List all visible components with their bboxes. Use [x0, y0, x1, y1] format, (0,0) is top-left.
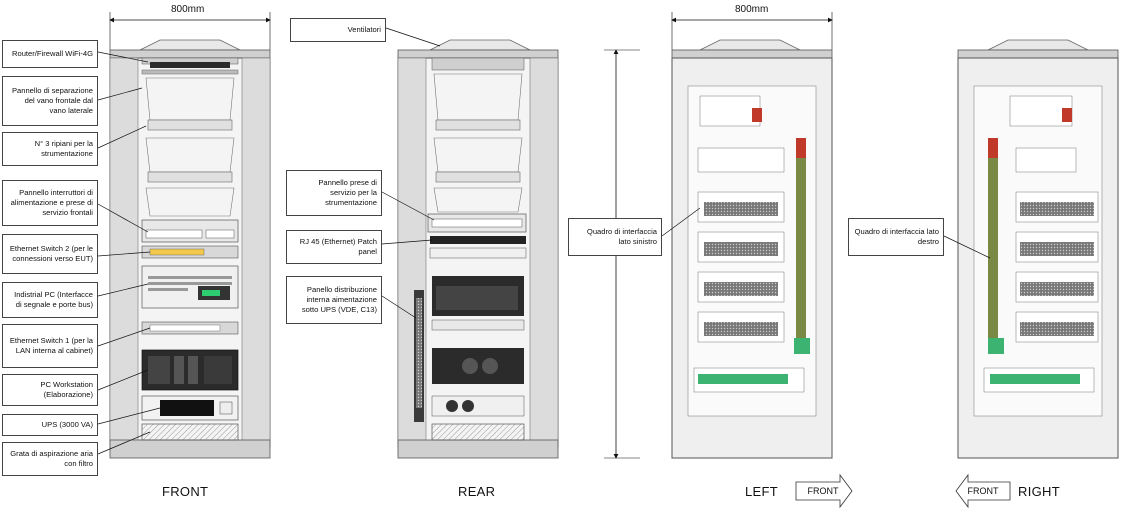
callout-left-interface: Quadro di interfaccia lato sinistro — [568, 218, 662, 256]
dimension-width-front: 800mm — [171, 4, 205, 15]
callout-eth-switch-2: Ethernet Switch 2 (per le connessioni ve… — [2, 234, 98, 274]
callout-industrial-pc: Indistrial PC (Interfacce di segnale e p… — [2, 282, 98, 318]
view-label-left: LEFT — [745, 484, 778, 499]
callout-fans: Ventilatori — [290, 18, 386, 42]
view-label-rear: REAR — [458, 484, 496, 499]
arrow-label-right: FRONT — [967, 486, 999, 496]
leader-lines — [97, 27, 991, 455]
callout-pdu: Panello distribuzione interna aimentazio… — [286, 276, 382, 324]
view-label-front: FRONT — [162, 484, 209, 499]
rear-cabinet — [397, 39, 559, 459]
callout-service-outlets: Pannello prese di servizio per la strume… — [286, 170, 382, 216]
callout-router: Router/Firewall WiFi-4G — [2, 40, 98, 68]
left-cabinet — [671, 12, 833, 459]
callout-patch-panel: RJ 45 (Ethernet) Patch panel — [286, 230, 382, 264]
callout-ups: UPS (3000 VA) — [2, 414, 98, 436]
callout-pc-workstation: PC Workstation (Elaborazione) — [2, 374, 98, 406]
callout-eth-switch-1: Ethernet Switch 1 (per la LAN interna al… — [2, 324, 98, 368]
dimension-width-left: 800mm — [735, 4, 769, 15]
front-cabinet — [109, 12, 271, 459]
view-label-right: RIGHT — [1018, 484, 1060, 499]
right-cabinet — [957, 39, 1119, 459]
direction-arrows — [795, 473, 1011, 509]
callout-shelves: N° 3 ripiani per la strumentazione — [2, 132, 98, 166]
callout-grille: Grata di aspirazione aria con filtro — [2, 442, 98, 476]
callout-separator: Pannello di separazione del vano frontal… — [2, 76, 98, 126]
arrow-label-left: FRONT — [807, 486, 839, 496]
callout-switch-panel: Pannello interruttori di alimentazione e… — [2, 180, 98, 226]
callout-right-interface: Quadro di interfaccia lato destro — [848, 218, 944, 256]
